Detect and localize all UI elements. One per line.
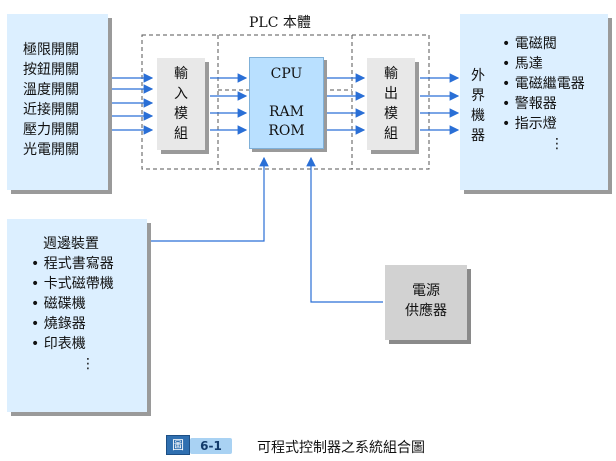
- peripheral-device: 程式書寫器: [31, 254, 114, 274]
- input-device: 光電開關: [23, 142, 79, 158]
- figure-number: 6-1: [190, 438, 232, 454]
- arrow-peripheral-memory: [147, 156, 269, 242]
- output-device: 電磁閥: [502, 34, 585, 54]
- output-device: 指示燈: [502, 114, 585, 134]
- figure-label: 圖: [166, 435, 190, 455]
- plc-title: PLC 本體: [249, 15, 311, 31]
- output-device: 警報器: [502, 94, 585, 114]
- input-device: 溫度開關: [23, 82, 79, 98]
- memory-label-rom: ROM: [268, 123, 305, 139]
- external-devices-box: 外 界 機 器 電磁閥 馬達 電磁繼電器 警報器 指示燈 ⋮: [460, 14, 608, 190]
- input-device: 近接開關: [23, 102, 79, 118]
- peripheral-title: 週邊裝置: [43, 236, 99, 252]
- output-device: 馬達: [502, 54, 585, 74]
- input-module: 輸 入 模 組: [157, 58, 205, 150]
- peripheral-device: 卡式磁帶機: [31, 274, 114, 294]
- input-device: 按鈕開關: [23, 62, 79, 78]
- arrow-power-memory: [306, 156, 383, 303]
- output-device-list: 電磁閥 馬達 電磁繼電器 警報器 指示燈 ⋮: [502, 34, 585, 154]
- cpu-label: CPU: [270, 66, 303, 82]
- output-device: 電磁繼電器: [502, 74, 585, 94]
- input-device: 壓力開關: [23, 122, 79, 138]
- figure-badge: 圖 6-1: [166, 435, 234, 455]
- output-module: 輸 出 模 組: [367, 58, 415, 150]
- peripheral-devices-box: 週邊裝置 程式書寫器 卡式磁帶機 磁碟機 燒錄器 印表機 ⋮: [7, 219, 147, 412]
- peripheral-device: 燒錄器: [31, 314, 114, 334]
- cpu-block: CPU RAM ROM: [249, 57, 324, 149]
- input-device: 極限開關: [23, 42, 79, 58]
- power-supply-box: 電源 供應器: [385, 265, 467, 340]
- plc-outer-frame: [141, 34, 430, 170]
- figure-caption: 可程式控制器之系統組合圖: [257, 440, 425, 456]
- peripheral-device: 磁碟機: [31, 294, 114, 314]
- output-more: ⋮: [550, 136, 564, 152]
- external-label: 外 界 機 器: [471, 68, 485, 144]
- memory-label-ram: RAM: [269, 104, 304, 120]
- input-devices-box: 極限開關 按鈕開關 溫度開關 近接開關 壓力開關 光電開關: [7, 14, 108, 190]
- peripheral-more: ⋮: [81, 356, 95, 372]
- peripheral-device: 印表機: [31, 334, 114, 354]
